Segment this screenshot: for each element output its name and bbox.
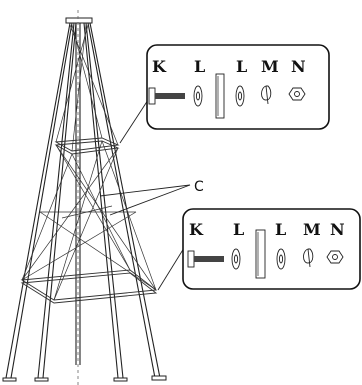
panel-pointers — [119, 99, 185, 291]
parts-panel-lower: K L L M N — [182, 208, 361, 290]
bolt-icon — [148, 87, 185, 105]
bolt-icon-2 — [187, 250, 224, 268]
part-label-k: K — [152, 57, 167, 76]
tower-frame — [2, 10, 167, 385]
part-label-m-2: M — [303, 220, 321, 239]
parts-panel-upper: K L L M N — [146, 44, 330, 130]
lower-braces — [21, 140, 157, 301]
lock-washer-icon-2 — [303, 248, 314, 268]
part-label-k-2: K — [189, 220, 204, 239]
callout-c-label: C — [194, 179, 204, 195]
spacer-plate-icon — [215, 73, 225, 119]
upper-braces — [55, 24, 119, 152]
part-label-l-alt-2: L — [275, 220, 286, 239]
tower-top-plate — [65, 17, 93, 24]
lock-washer-icon — [261, 85, 272, 105]
washer-icon-alt — [235, 85, 245, 107]
part-label-m: M — [261, 57, 279, 76]
part-label-l: L — [194, 57, 205, 76]
nut-icon-2 — [326, 250, 344, 264]
washer-icon-2 — [231, 248, 241, 270]
part-label-n: N — [291, 57, 306, 76]
washer-icon-alt-2 — [276, 248, 286, 270]
tower-feet — [2, 375, 167, 382]
tower-legs — [5, 22, 161, 379]
washer-icon — [193, 85, 203, 107]
part-label-n-2: N — [330, 220, 345, 239]
spacer-plate-icon-2 — [255, 229, 266, 279]
nut-icon — [288, 87, 306, 101]
part-label-l-2: L — [233, 220, 244, 239]
part-label-l-alt: L — [236, 57, 247, 76]
callout-c: C — [99, 179, 204, 216]
